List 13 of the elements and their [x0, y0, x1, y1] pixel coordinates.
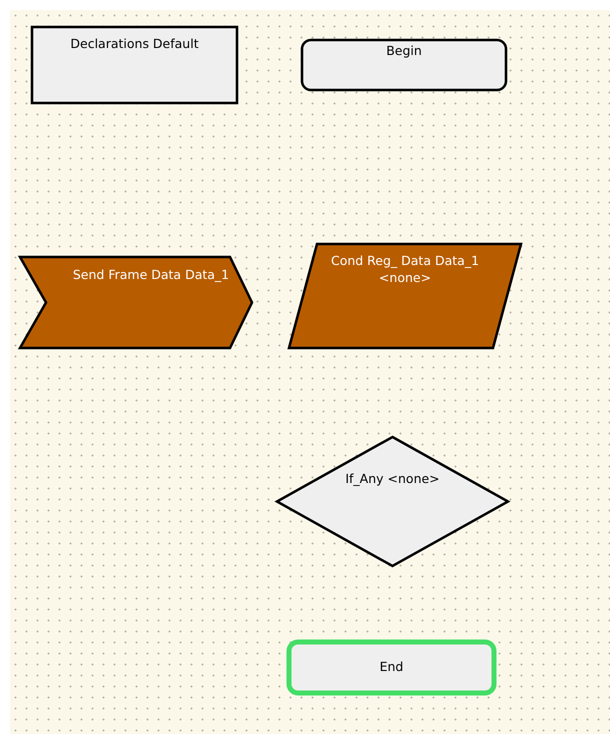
chevron-shape	[20, 257, 252, 348]
terminator-box	[302, 40, 506, 90]
node-label: Send Frame Data Data_1	[72, 266, 230, 283]
node-label: <none>	[378, 269, 432, 286]
node-label: Cond Reg_ Data Data_1	[330, 252, 480, 269]
node-label: End	[378, 658, 404, 675]
node-label: Declarations Default	[69, 35, 200, 52]
node-label: Begin	[385, 42, 423, 59]
node-label: If_Any <none>	[344, 470, 441, 487]
decision-diamond	[277, 437, 508, 566]
process-box	[32, 27, 237, 103]
data-parallelogram	[289, 244, 521, 348]
terminator-box	[289, 642, 494, 693]
